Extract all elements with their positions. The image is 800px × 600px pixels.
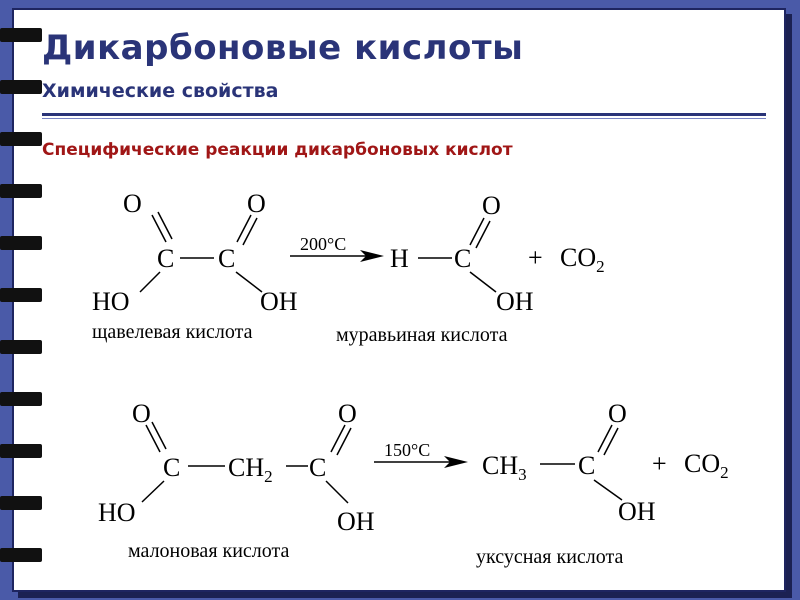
r1p-double-bond-a — [469, 217, 485, 246]
r2-c-left: C — [163, 453, 180, 482]
r1-co2-main: CO — [560, 243, 596, 272]
r2p-ch3-main: CH — [482, 451, 518, 480]
r2-product-name: уксусная кислота — [476, 546, 623, 568]
r2-condition: 150°C — [384, 440, 430, 460]
title-divider — [42, 113, 766, 116]
r2-o-left: O — [132, 399, 151, 428]
r2-c-oh-right-bond — [325, 480, 349, 504]
ring-2 — [0, 80, 42, 94]
r1-double-bond-left-b — [157, 211, 173, 240]
r2-ch2-sub: 2 — [264, 467, 273, 486]
r1-c-oh-left-bond — [139, 271, 161, 293]
r2-c-right: C — [309, 453, 326, 482]
r2-plus: + — [652, 449, 667, 478]
r1-o-left: O — [123, 189, 142, 218]
r1-double-bond-right-b — [242, 217, 258, 246]
ring-5 — [0, 236, 42, 250]
r1-co2-sub: 2 — [596, 257, 605, 276]
r1-oh: OH — [260, 287, 298, 316]
r2-reactant-name: малоновая кислота — [128, 540, 290, 562]
r2p-oh: OH — [618, 497, 656, 526]
ring-8 — [0, 392, 42, 406]
r2p-c: C — [578, 451, 595, 480]
ring-11 — [0, 548, 42, 562]
r2-ch2-main: CH — [228, 453, 264, 482]
ring-1 — [0, 28, 42, 42]
r1-c-left: C — [157, 244, 174, 273]
slide-subtitle: Химические свойства — [42, 80, 279, 102]
ring-3 — [0, 132, 42, 146]
r2-ho: HO — [98, 498, 136, 527]
r1p-double-bond-b — [475, 220, 491, 249]
r2-o-right: O — [338, 399, 357, 428]
r2-co2: CO2 — [684, 449, 729, 482]
r1-c-right: C — [218, 244, 235, 273]
r2-arrow-head — [444, 456, 468, 468]
r1-o-right: O — [247, 189, 266, 218]
ring-10 — [0, 496, 42, 510]
ring-9 — [0, 444, 42, 458]
r2-double-bond-left-b — [151, 421, 167, 450]
r2p-double-bond-a — [597, 424, 613, 453]
r1-c-oh-right-bond — [235, 271, 263, 293]
r1-double-bond-left-a — [151, 214, 167, 243]
r2p-ch3-sub: 3 — [518, 465, 527, 484]
r2p-o: O — [608, 399, 627, 428]
r2-ch2: CH2 — [228, 453, 273, 486]
r1-double-bond-right-a — [236, 214, 252, 243]
r2-c-oh-left-bond — [141, 480, 165, 503]
r2-double-bond-right-b — [336, 427, 352, 456]
r2-double-bond-right-a — [330, 424, 346, 453]
r2-oh: OH — [337, 507, 375, 536]
r1-plus: + — [528, 243, 543, 272]
r2-co2-main: CO — [684, 449, 720, 478]
ring-6 — [0, 288, 42, 302]
section-heading: Специфические реакции дикарбоновых кисло… — [42, 140, 513, 160]
r1-ho: HO — [92, 287, 130, 316]
r2p-double-bond-b — [603, 427, 619, 456]
r1-co2: CO2 — [560, 243, 605, 276]
slide — [12, 8, 786, 592]
r1-arrow-head — [360, 250, 384, 262]
ring-4 — [0, 184, 42, 198]
r2p-c-oh-bond — [593, 479, 623, 501]
r2p-ch3: CH3 — [482, 451, 527, 484]
r1p-o: O — [482, 191, 501, 220]
title-divider-thin — [42, 118, 766, 119]
r2-co2-sub: 2 — [720, 463, 729, 482]
ring-7 — [0, 340, 42, 354]
r1p-c: C — [454, 244, 471, 273]
slide-title: Дикарбоновые кислоты — [42, 28, 524, 68]
r1-reactant-name: щавелевая кислота — [92, 321, 253, 343]
r1-condition: 200°C — [300, 234, 346, 254]
r1-product-name: муравьиная кислота — [336, 324, 508, 346]
r1p-oh: OH — [496, 287, 534, 316]
r2-double-bond-left-a — [145, 424, 161, 453]
r1p-c-oh-bond — [469, 271, 497, 293]
r1p-h: H — [390, 244, 409, 273]
